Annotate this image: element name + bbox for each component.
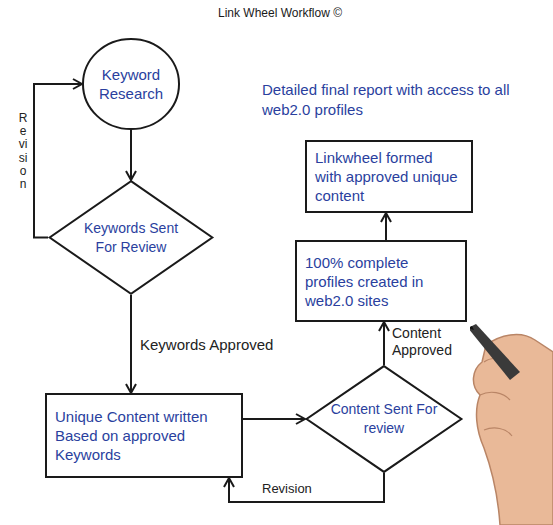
diagram-title: Link Wheel Workflow © [200,6,360,21]
decision-diamond: Keywords Sent For Review [48,180,214,295]
process-box: 100% complete profiles created in web2.0… [295,240,467,322]
process-box: Unique Content written Based on approved… [45,393,243,478]
edge-label: Keywords Approved [140,336,273,354]
process-box: Linkwheel formed with approved unique co… [305,140,473,213]
decision-diamond: Content Sent For review [305,365,463,473]
edge-label: Revision [17,112,29,191]
node-text: Content Sent For review [330,400,437,438]
note-label: Detailed final report with access to all… [262,80,512,120]
flow-arrow [229,473,384,502]
diamond-outline [305,365,463,473]
edge-label: Content Approved [392,325,470,359]
ellipse-outline [82,38,180,130]
flow-arrow [130,295,132,393]
diamond-outline [48,180,214,295]
start-ellipse: Keyword Research [82,38,180,130]
flow-arrow [385,213,387,240]
node-text: Unique Content written Based on approved… [55,407,233,464]
edge-label: Revision [262,481,312,497]
node-text: Keyword Research [82,65,180,103]
flow-arrow [383,322,385,365]
node-text: Linkwheel formed with approved unique co… [315,148,463,205]
flow-arrow [34,84,82,238]
node-text: Keywords Sent For Review [75,219,188,257]
flow-arrow [130,130,132,180]
node-text: 100% complete profiles created in web2.0… [305,253,457,310]
flow-arrow [243,418,305,420]
